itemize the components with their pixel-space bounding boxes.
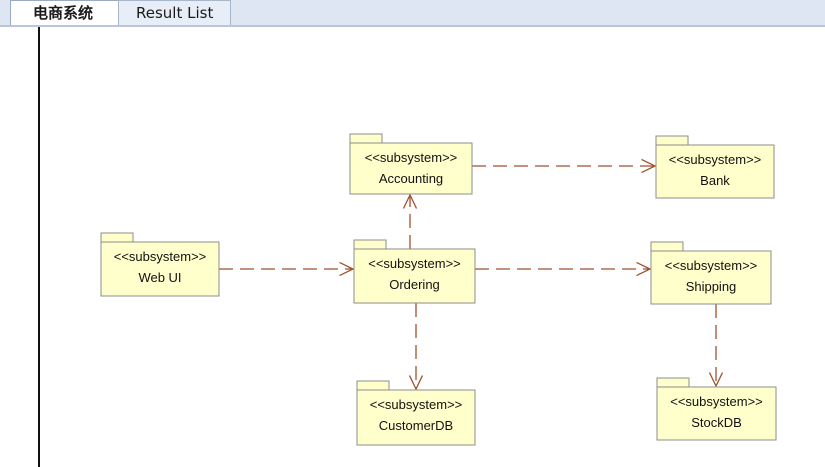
tab-divider [0,25,825,27]
package-tab [349,133,383,144]
package-name: StockDB [691,415,742,430]
package-body [349,142,473,195]
package-name: Bank [700,173,730,188]
package-body [655,144,775,199]
package-name: CustomerDB [379,418,453,433]
dependency-ordering-customerdb[interactable] [408,303,424,391]
package-stereotype: <<subsystem>> [368,256,461,271]
dependency-arrowhead [408,375,424,391]
package-body [356,389,476,446]
package-stereotype: <<subsystem>> [670,394,763,409]
package-shipping[interactable]: <<subsystem>> Shipping [650,241,772,305]
tab-ecommerce-system[interactable]: 电商系统 [10,0,120,25]
dependency-arrowhead [636,261,652,277]
package-body [353,248,476,304]
package-stereotype: <<subsystem>> [669,152,762,167]
package-webui[interactable]: <<subsystem>> Web UI [100,232,220,297]
package-body [656,386,777,441]
dependency-ordering-accounting[interactable] [402,193,418,249]
tab-bar: 电商系统 Result List [0,0,825,25]
package-name: Shipping [686,279,737,294]
package-body [100,241,220,297]
dependency-accounting-bank[interactable] [472,158,657,174]
package-tab [655,135,689,146]
package-ordering[interactable]: <<subsystem>> Ordering [353,239,476,304]
dependency-arrowhead [339,261,355,277]
package-name: Accounting [379,171,443,186]
package-stereotype: <<subsystem>> [114,249,207,264]
dependency-shipping-stockdb[interactable] [708,304,724,388]
package-body [650,250,772,305]
package-tab [100,232,134,243]
dependency-ordering-shipping[interactable] [475,261,652,277]
package-tab [650,241,684,252]
package-tab [356,380,390,391]
package-tab [353,239,387,250]
package-stereotype: <<subsystem>> [665,258,758,273]
dependency-arrowhead [708,372,724,388]
dependency-arrowhead [641,158,657,174]
package-stereotype: <<subsystem>> [370,397,463,412]
package-accounting[interactable]: <<subsystem>> Accounting [349,133,473,195]
package-tab [656,377,690,388]
tab-result-list[interactable]: Result List [118,0,231,25]
package-customerdb[interactable]: <<subsystem>> CustomerDB [356,380,476,446]
package-name: Ordering [389,277,440,292]
canvas-left-border [38,27,40,467]
package-name: Web UI [138,270,181,285]
dependency-arrowhead [402,193,418,209]
package-bank[interactable]: <<subsystem>> Bank [655,135,775,199]
package-stereotype: <<subsystem>> [365,150,458,165]
dependency-webui-ordering[interactable] [219,261,355,277]
package-stockdb[interactable]: <<subsystem>> StockDB [656,377,777,441]
